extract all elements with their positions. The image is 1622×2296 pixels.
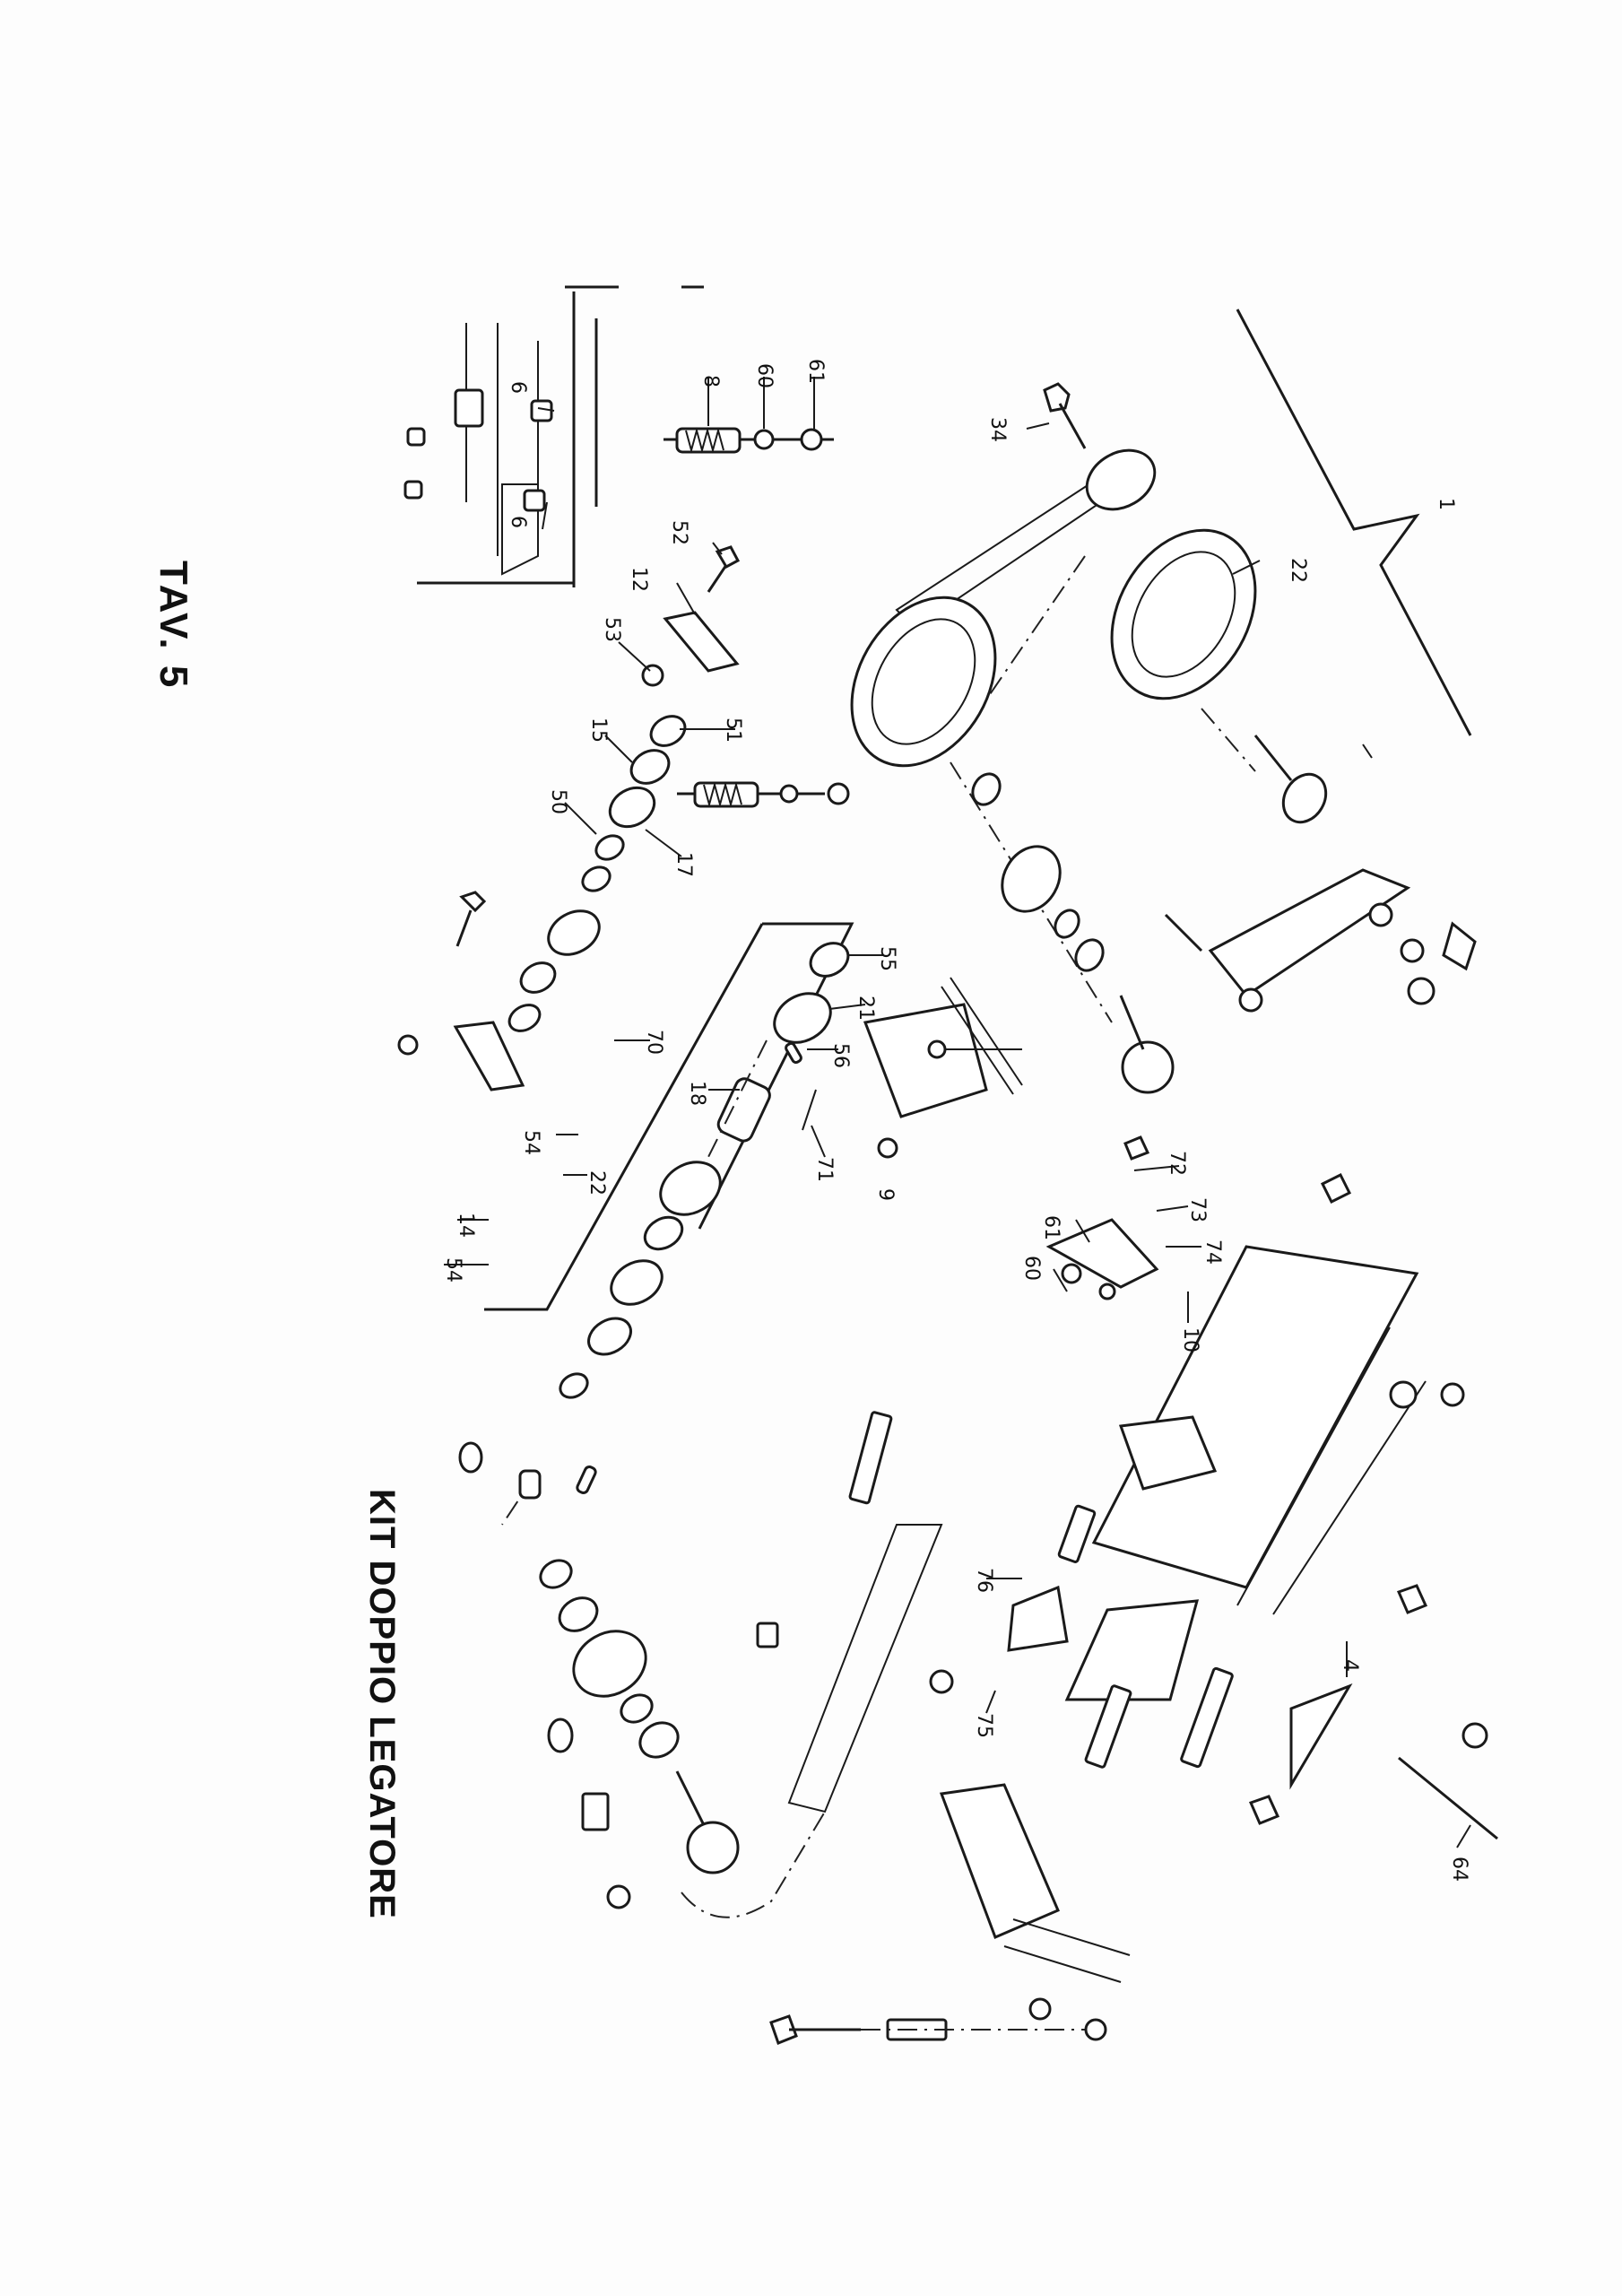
bottom-bolt-row [769,2014,1107,2045]
pulley-hub-icon [773,992,832,1044]
spring-assembly-upper [664,377,834,454]
washer-icon [649,715,687,747]
callout-label: 4 [1339,1659,1361,1672]
nut-icon [523,489,546,512]
bushing-icon [587,1317,632,1356]
plate-icon [453,1021,525,1091]
spacer-bar-icon [848,1411,893,1505]
plate-title: TAV. 5 [152,561,195,691]
sprocket-icon [686,1821,740,1874]
callout-label: 12 [628,567,650,592]
large-pulley-icon [1110,528,1257,700]
lower-plate-icon [939,1783,1060,1939]
callout-label: 76 [973,1568,995,1593]
mounting-bracket-icon [863,1003,988,1118]
callout-label: 21 [854,996,877,1021]
callout-label: 73 [1186,1197,1209,1222]
mount-plate-icon [1118,1415,1218,1491]
sprocket-icon [1121,1040,1175,1094]
callout-label: 15 [587,718,610,743]
washer-icon [809,942,850,978]
bolt-head-icon [769,2014,798,2045]
eye-bolt-icon [753,429,775,450]
nut-icon [641,664,664,687]
shaft-group-box [484,922,1023,1399]
guide-arm-icon [1289,1683,1353,1790]
nut-icon [1084,2018,1107,2041]
callout-label: 54 [442,1257,464,1283]
small-pulley-icon [1085,448,1157,511]
small-bracket-icon [1045,1218,1159,1289]
callout-label: 61 [804,359,827,384]
bolt-head-icon [459,891,487,913]
bolt-head-icon [1320,1172,1352,1205]
nut-icon [800,428,823,451]
bearing-flange-icon [572,1630,647,1698]
bracket-assembly [397,545,850,1091]
nut-icon [454,388,484,428]
callout-label: 22 [585,1170,608,1196]
callout-label: 50 [547,789,569,814]
nut-icon [530,399,553,422]
hinge-plate-icon [1007,1585,1069,1652]
sprocket-icon [547,909,601,956]
callout-label: 6 [507,381,529,394]
callout-label: 1 [1435,498,1457,510]
callout-label: 10 [1179,1327,1201,1352]
pulley-drive-assembly [850,309,1477,1094]
large-pulley-icon [850,596,997,768]
bolt-head-icon [1396,1584,1428,1614]
callout-label: 56 [829,1043,852,1068]
sprocket-icon [610,1259,664,1306]
callout-leaders [444,422,1471,1848]
nut-icon [406,427,426,447]
callout-label: 61 [1040,1215,1063,1240]
spacer-bar-icon [1084,1684,1132,1769]
callout-label: 60 [1020,1256,1043,1281]
callout-label: 14 [455,1213,477,1238]
pulley-hub-icon [659,1161,722,1216]
lower-chain-assembly [458,1441,943,1918]
base-plate-icon [1064,1599,1200,1701]
spacer-bar-icon [1057,1504,1097,1563]
bolt-icon [1442,921,1477,971]
callout-label: 17 [672,852,695,877]
callout-label: 70 [643,1030,665,1055]
gear-icon [608,786,656,829]
callout-label: 8 [699,375,722,387]
callout-label: 75 [973,1713,995,1738]
frame-corner-assembly [403,285,704,587]
shaft-sleeve-icon [716,1077,771,1143]
callout-label: 72 [1166,1151,1188,1176]
bracket-plate-icon [663,611,740,673]
bushing-icon [629,749,671,785]
bolt-head-icon [1043,382,1071,413]
bolt-head-icon [715,545,741,570]
roller-chain-icon [787,1524,943,1813]
callout-label: 18 [686,1081,708,1106]
spacer-bar-icon [1180,1666,1234,1769]
callout-label: 9 [874,1188,897,1201]
callout-label: 60 [753,363,776,388]
lever-arm-icon [1208,868,1411,998]
callout-label: 55 [876,946,898,971]
callout-label: 74 [1201,1239,1224,1265]
nut-icon [403,480,423,500]
callout-label: 6 [507,516,529,528]
bearing-flange-icon [1001,845,1062,913]
kit-subtitle: KIT DOPPIO LEGATORE [362,1489,402,1919]
callout-label: 53 [601,617,623,642]
callout-label: 71 [813,1157,836,1182]
main-frame-rail [848,1135,1498,2021]
frame-rail-icon [1091,1245,1419,1589]
callout-label: 34 [986,417,1009,442]
callout-label: 64 [1448,1857,1470,1882]
callout-label: 52 [668,520,690,545]
callout-label: 51 [722,718,744,743]
callout-label: 54 [520,1130,542,1155]
callout-label: 22 [1287,558,1309,583]
